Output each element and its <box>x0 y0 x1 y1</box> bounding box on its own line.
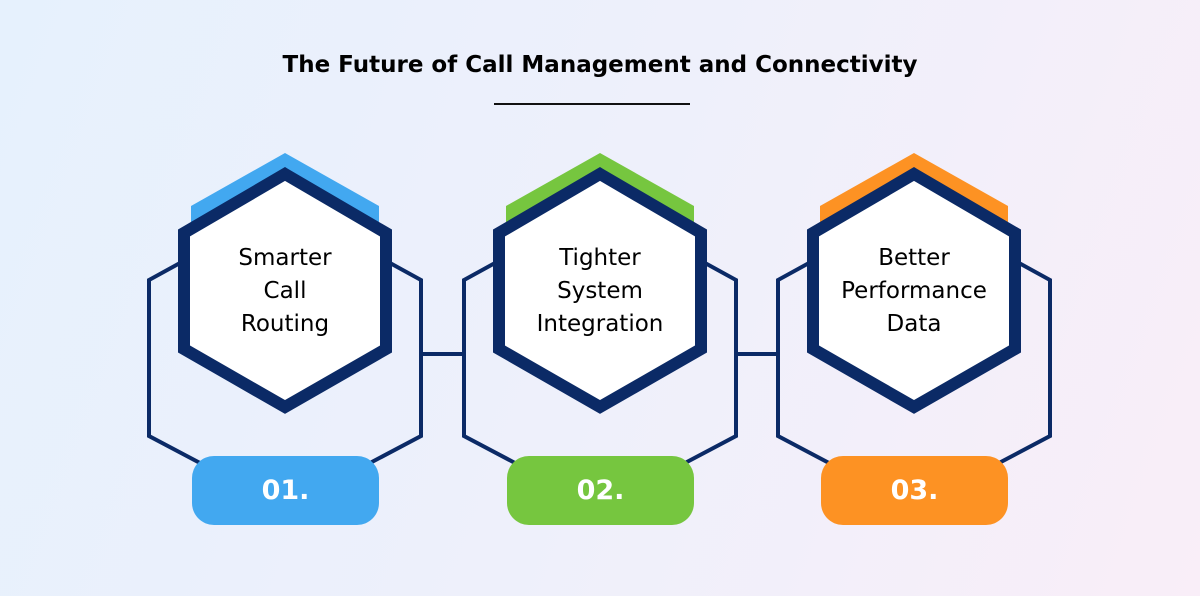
main-hexagon <box>807 167 1021 414</box>
step-label-line: Call <box>263 278 307 304</box>
step-number-badge: 03. <box>821 456 1008 525</box>
page-title: The Future of Call Management and Connec… <box>282 52 918 78</box>
outer-hexagon-right <box>684 261 738 465</box>
main-hexagon <box>493 167 707 414</box>
step-label-line: Routing <box>240 311 330 337</box>
step-label-line: Performance <box>841 278 987 304</box>
step-label-line: Smarter <box>238 245 332 271</box>
main-hexagon <box>178 167 392 414</box>
step-label-line: Tighter <box>559 245 641 271</box>
step-label-line: Better <box>878 245 950 271</box>
step-label-line: System <box>557 278 643 304</box>
outer-hexagon-right <box>998 261 1052 465</box>
step-label-line: Integration <box>536 311 664 337</box>
outer-hexagon-left <box>147 261 201 465</box>
outer-hexagon-left <box>462 261 516 465</box>
step-label-line: Data <box>886 311 942 337</box>
outer-hexagon-right <box>369 261 423 465</box>
step-number-badge: 01. <box>192 456 379 525</box>
outer-hexagon-left <box>776 261 830 465</box>
title-underline <box>494 103 690 105</box>
step-number-badge: 02. <box>507 456 694 525</box>
